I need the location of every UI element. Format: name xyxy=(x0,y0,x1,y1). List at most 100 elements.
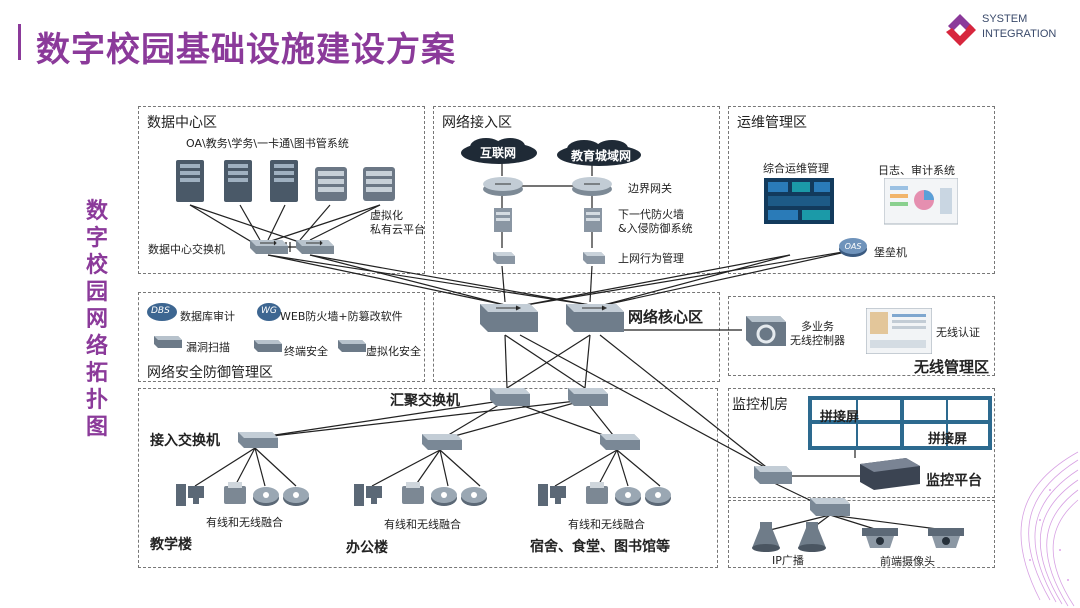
endpoint-zone xyxy=(728,500,995,568)
border-gateway-label: 边界网关 xyxy=(628,182,672,195)
aggregation-switch-label: 汇聚交换机 xyxy=(390,393,460,409)
switch-icon xyxy=(250,240,288,254)
access-net-zone-title: 网络接入区 xyxy=(442,115,512,131)
fusion-label-office: 有线和无线融合 xyxy=(384,518,461,531)
splice-screen-label-1: 拼接屏 xyxy=(820,410,860,425)
nvr-platform-icon xyxy=(860,458,920,490)
splice-cell xyxy=(858,424,900,446)
aggregation-switch-icon xyxy=(490,388,530,406)
storage-array-icon xyxy=(363,167,395,201)
splice-screen-label-2: 拼接屏 xyxy=(928,432,968,447)
fusion-label-teach: 有线和无线融合 xyxy=(206,516,283,529)
ops-zone-title: 运维管理区 xyxy=(737,115,807,131)
virtualization-security-label: 虚拟化安全 xyxy=(366,345,421,358)
behavior-label: 上网行为管理 xyxy=(618,252,684,265)
core-switch-icon xyxy=(566,304,624,332)
front-camera-label: 前端摄像头 xyxy=(880,555,935,568)
brand-text: SYSTEM INTEGRATION xyxy=(982,12,1056,42)
device-group-dorm-icon xyxy=(538,482,671,506)
aggregation-switch-icon xyxy=(568,388,608,406)
db-audit-label: 数据库审计 xyxy=(180,310,235,323)
page-title: 数字校园基础设施建设方案 xyxy=(36,30,456,70)
decorative-swirl-icon xyxy=(1020,451,1079,607)
log-audit-label: 日志、审计系统 xyxy=(878,164,955,177)
monitor-switch-icon xyxy=(754,466,792,484)
building-office-label: 办公楼 xyxy=(346,540,388,556)
cloud-edu-label: 教育城域网 xyxy=(571,149,632,163)
wireless-controller-label: 多业务 无线控制器 xyxy=(790,320,845,347)
device-group-office-icon xyxy=(354,482,487,506)
brand-line-1: SYSTEM xyxy=(982,13,1028,25)
router-icon xyxy=(483,177,523,196)
ip-speaker-icon xyxy=(752,522,780,552)
core-zone xyxy=(433,292,720,382)
splice-cell xyxy=(948,400,988,420)
aggregation-zone xyxy=(138,388,718,568)
access-net-zone xyxy=(433,106,720,274)
integrated-ops-label: 综合运维管理 xyxy=(763,162,829,175)
audit-report-screen-icon xyxy=(884,178,958,225)
datacenter-switch-label: 数据中心交换机 xyxy=(148,243,225,256)
firewall-icon xyxy=(494,208,512,232)
ops-dashboard-screen-icon xyxy=(764,178,834,224)
dbs-badge-icon: DBS xyxy=(146,302,178,322)
datacenter-zone-title: 数据中心区 xyxy=(147,115,217,131)
vuln-scan-label: 漏洞扫描 xyxy=(186,341,230,354)
dbs-badge-text: DBS xyxy=(151,306,170,316)
endpoint-security-device-icon xyxy=(254,340,282,352)
splice-screen-wall xyxy=(808,396,992,450)
svg-text:OAS: OAS xyxy=(845,242,862,251)
side-title: 数字校园网络拓扑图 xyxy=(85,199,108,440)
bastion-label: 堡垒机 xyxy=(874,246,907,259)
ip-speaker-icon xyxy=(798,522,826,552)
behavior-device-icon xyxy=(583,252,605,264)
wireless-auth-screen-icon xyxy=(866,308,932,354)
access-switch-label: 接入交换机 xyxy=(150,433,220,449)
wireless-zone-title: 无线管理区 xyxy=(914,358,990,376)
splice-cell xyxy=(812,424,856,446)
server-tower-icon xyxy=(176,160,204,202)
dome-camera-icon xyxy=(862,528,898,548)
server-tower-icon xyxy=(224,160,252,202)
wg-badge-icon: WG xyxy=(256,302,282,322)
dome-camera-icon xyxy=(928,528,964,548)
splice-cell xyxy=(858,400,900,420)
wireless-zone xyxy=(728,296,995,376)
datacenter-zone xyxy=(138,106,425,274)
splice-cell xyxy=(812,400,856,420)
system-integration-logo-icon xyxy=(946,14,976,46)
storage-array-icon xyxy=(315,167,347,201)
firewall-label: 下一代防火墙 &入侵防御系统 xyxy=(618,208,693,235)
fusion-label-dorm: 有线和无线融合 xyxy=(568,518,645,531)
brand-line-2: INTEGRATION xyxy=(982,28,1057,40)
monitor-zone xyxy=(728,388,995,498)
wireless-controller-icon xyxy=(746,316,786,346)
access-switch-icon xyxy=(600,434,640,450)
datacenter-systems-label: OA\教务\学务\一卡通\图书管系统 xyxy=(186,137,349,150)
router-icon xyxy=(572,177,612,196)
cloud-internet-label: 互联网 xyxy=(480,146,517,160)
virtualization-label: 虚拟化 私有云平台 xyxy=(370,209,425,236)
virtualization-security-device-icon xyxy=(338,340,366,352)
building-dorm-label: 宿舍、食堂、图书馆等 xyxy=(530,539,670,555)
building-teach-label: 教学楼 xyxy=(150,537,192,553)
waf-label: WEB防火墙+防篡改软件 xyxy=(280,310,403,323)
security-zone-title: 网络安全防御管理区 xyxy=(147,365,273,381)
splice-cell xyxy=(948,424,988,446)
ip-broadcast-label: IP广播 xyxy=(772,554,804,567)
cloud-edu-icon xyxy=(557,140,641,166)
monitor-zone-title: 监控机房 xyxy=(732,397,788,413)
access-switch-icon xyxy=(238,432,278,448)
cloud-internet-icon xyxy=(461,138,537,164)
server-tower-icon xyxy=(270,160,298,202)
device-group-teach-icon xyxy=(176,482,309,506)
switch-icon xyxy=(296,240,334,254)
splice-cell xyxy=(904,400,946,420)
core-zone-title: 网络核心区 xyxy=(628,308,704,326)
bastion-host-icon: OAS xyxy=(839,238,867,257)
endpoint-switch-icon xyxy=(810,498,850,516)
core-switch-icon xyxy=(480,304,538,332)
splice-cell xyxy=(904,424,946,446)
wireless-auth-label: 无线认证 xyxy=(936,326,980,339)
